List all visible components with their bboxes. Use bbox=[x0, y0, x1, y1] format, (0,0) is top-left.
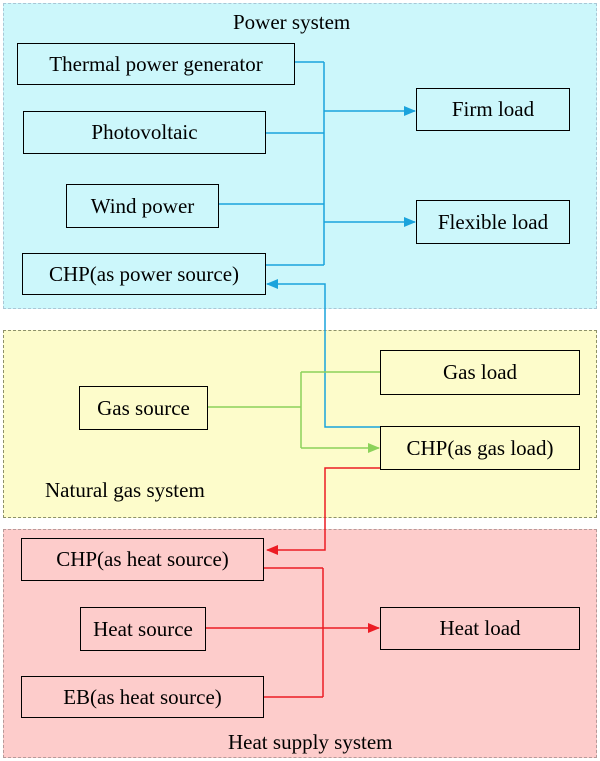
thermal-power-generator-node: Thermal power generator bbox=[17, 43, 295, 85]
heat-load-node: Heat load bbox=[380, 607, 580, 650]
natural-gas-system-title: Natural gas system bbox=[45, 478, 205, 502]
gas-load-node: Gas load bbox=[380, 350, 580, 395]
photovoltaic-node: Photovoltaic bbox=[23, 111, 266, 154]
chp-power-source-node: CHP(as power source) bbox=[22, 253, 266, 295]
gas-source-node: Gas source bbox=[79, 386, 208, 430]
firm-load-node: Firm load bbox=[416, 88, 570, 131]
heat-supply-system-title: Heat supply system bbox=[228, 730, 393, 754]
flexible-load-node: Flexible load bbox=[416, 200, 570, 244]
chp-heat-source-node: CHP(as heat source) bbox=[21, 538, 264, 581]
wind-power-node: Wind power bbox=[66, 184, 219, 228]
heat-supply-system-region bbox=[3, 529, 597, 758]
chp-gas-load-node: CHP(as gas load) bbox=[380, 426, 580, 470]
heat-source-node: Heat source bbox=[80, 607, 206, 651]
eb-heat-source-node: EB(as heat source) bbox=[21, 676, 264, 718]
power-system-title: Power system bbox=[233, 10, 351, 34]
power-system-region bbox=[3, 3, 597, 309]
